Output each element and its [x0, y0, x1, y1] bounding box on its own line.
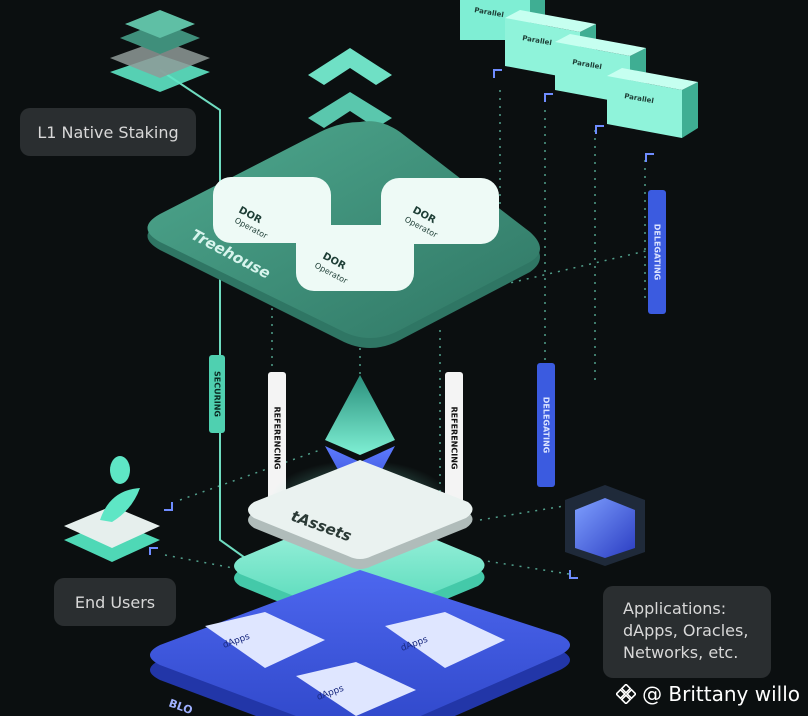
tag-securing-text: SECURING: [213, 371, 222, 417]
binance-icon: [616, 684, 637, 704]
applications-cube: [565, 485, 645, 566]
watermark: @ Brittany willo: [616, 682, 800, 706]
tag-securing: SECURING: [209, 355, 225, 433]
tag-referencing-right: REFERENCING: [445, 372, 463, 504]
tag-delegating-top-text: DELEGATING: [653, 224, 662, 281]
applications-line-1: Applications:: [623, 599, 727, 618]
tag-delegating-mid-text: DELEGATING: [542, 397, 551, 454]
parallel-cube-4: [607, 68, 698, 138]
bottom-platform: [150, 570, 570, 716]
tag-referencing-left-text: REFERENCING: [273, 407, 282, 470]
end-users-label: End Users: [54, 578, 176, 626]
staking-connector: [159, 69, 263, 571]
user-head-icon: [110, 456, 130, 484]
applications-line-2: dApps, Oracles,: [623, 621, 749, 640]
l1-native-staking-text: L1 Native Staking: [37, 122, 179, 142]
applications-line-3: Networks, etc.: [623, 643, 739, 662]
dor-card-1: [213, 177, 331, 243]
dapps-card-1: [205, 612, 325, 668]
parallel-cubes: [460, 0, 698, 138]
end-users-stack: [64, 456, 160, 562]
l1-staking-stack: [110, 10, 210, 92]
bottom-platform-partial-label: BLO: [167, 697, 194, 716]
l1-native-staking-label: L1 Native Staking: [20, 108, 196, 156]
tag-delegating-top: DELEGATING: [648, 190, 666, 314]
dapps-card-2: [385, 612, 505, 668]
tag-referencing-right-text: REFERENCING: [450, 407, 459, 470]
user-body-icon: [100, 488, 140, 522]
dor-card-2: [381, 178, 499, 244]
dapps-card-3: [296, 662, 416, 716]
applications-label: Applications: dApps, Oracles, Networks, …: [603, 586, 771, 678]
watermark-text: @ Brittany willo: [642, 682, 800, 706]
tag-delegating-mid: DELEGATING: [537, 363, 555, 487]
corner-markers: [149, 69, 654, 579]
tag-referencing-left: REFERENCING: [268, 372, 286, 504]
end-users-text: End Users: [74, 592, 156, 612]
dor-card-3: [296, 225, 414, 291]
